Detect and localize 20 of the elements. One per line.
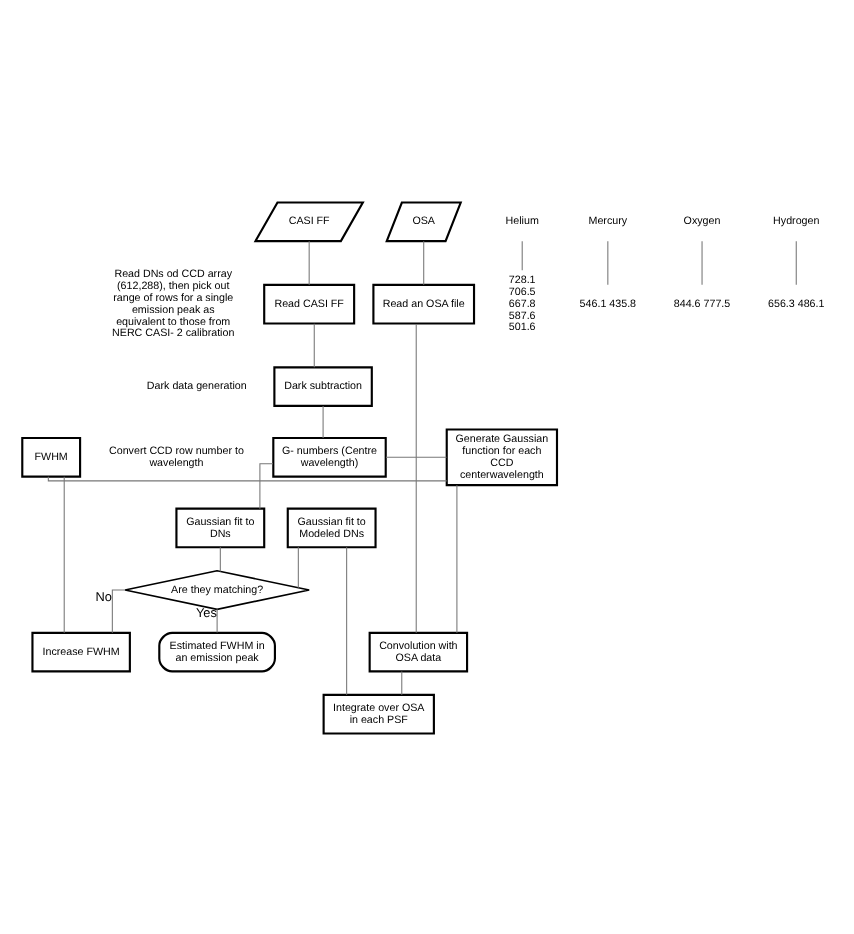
connector (384, 455, 446, 457)
connector (422, 239, 424, 285)
connector (794, 239, 796, 285)
connector (215, 607, 217, 633)
connector (312, 322, 314, 367)
connector (606, 239, 608, 285)
connector (321, 404, 323, 438)
connector (345, 545, 347, 695)
connector (62, 475, 64, 633)
connector (414, 322, 416, 633)
connector (307, 239, 309, 285)
connector (110, 588, 125, 633)
connector (455, 483, 457, 633)
connector (258, 462, 273, 509)
connector (400, 669, 402, 695)
connector (520, 239, 522, 270)
connector (296, 545, 298, 588)
connector (46, 475, 447, 481)
connector (218, 545, 220, 571)
connector (700, 239, 702, 285)
